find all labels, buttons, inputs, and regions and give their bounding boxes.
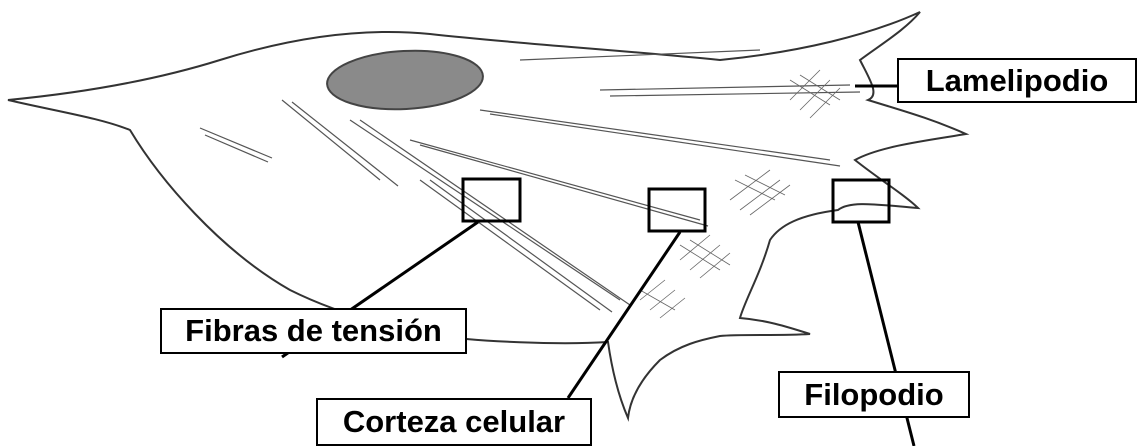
- label-filopodio: Filopodio: [778, 371, 970, 418]
- label-fibras-de-tension: Fibras de tensión: [160, 308, 467, 354]
- cell-outline: [8, 12, 966, 418]
- label-lamelipodio: Lamelipodio: [897, 58, 1137, 103]
- label-corteza-celular: Corteza celular: [316, 398, 592, 446]
